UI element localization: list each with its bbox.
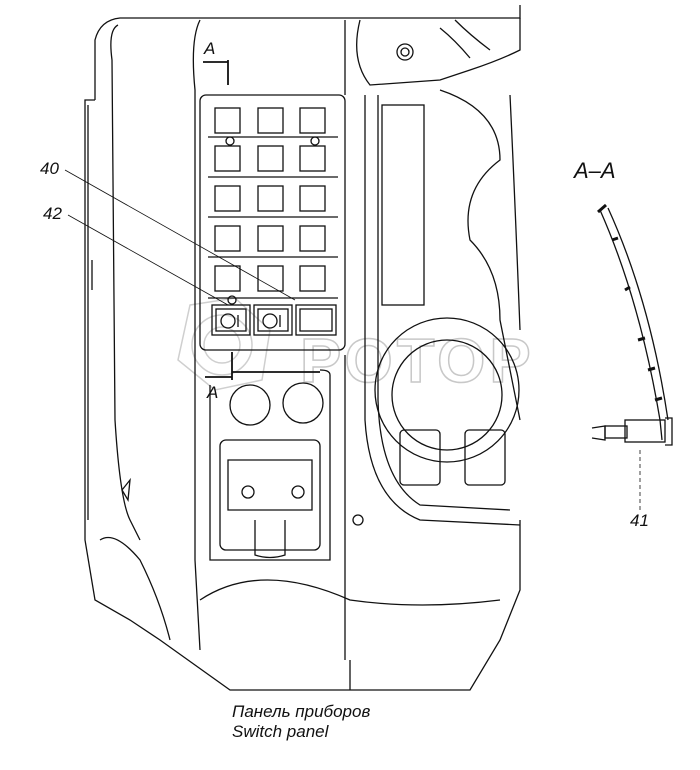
caption-russian: Панель приборов (232, 702, 371, 721)
watermark-logo: РОТОР (299, 326, 535, 397)
right-console (352, 89, 521, 526)
lower-panel (209, 369, 331, 561)
callout-40: 40 (40, 159, 59, 178)
caption: Панель приборов Switch panel (232, 702, 370, 742)
dashboard-outline (84, 5, 521, 691)
caption-english: Switch panel (232, 722, 329, 741)
section-marker-bottom-label: A (207, 383, 219, 402)
section-mark-bottom (205, 352, 320, 380)
section-view-title: A–A (574, 158, 616, 183)
leader-42 (67, 214, 229, 306)
callout-42: 42 (43, 204, 62, 223)
section-view-a-a (591, 203, 673, 446)
section-marker-top-label: A (204, 39, 216, 58)
callout-41: 41 (630, 511, 649, 530)
switch-grid (214, 107, 326, 292)
section-mark-top (203, 60, 229, 85)
leader-40 (64, 169, 296, 301)
gauge-switches (211, 304, 337, 336)
switch-panel-frame (199, 94, 346, 351)
grab-handle (356, 18, 521, 86)
